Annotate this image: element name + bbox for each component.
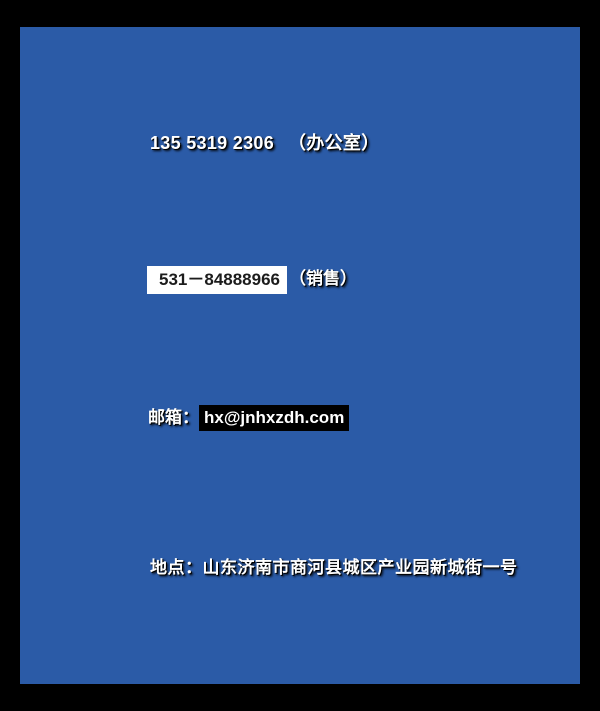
sales-phone-line: 531－84888966 （销售） [147, 266, 357, 294]
sales-phone-label: （销售） [289, 269, 358, 288]
sales-phone-number[interactable]: 531－84888966 [159, 270, 281, 289]
office-phone-line: 135 5319 2306 （办公室） [150, 133, 380, 153]
email-address[interactable]: hx@jnhxzdh.com [199, 405, 350, 431]
sales-phone-selection-highlight[interactable]: 531－84888966 [147, 266, 288, 294]
address-line: 地点：山东济南市商河县城区产业园新城街一号 [150, 558, 518, 578]
office-phone-number: 135 5319 2306 [150, 133, 275, 153]
address-text: 地点：山东济南市商河县城区产业园新城街一号 [150, 558, 518, 577]
email-line: 邮箱：hx@jnhxzdh.com [148, 405, 350, 431]
office-phone-label: （办公室） [288, 133, 380, 153]
blue-background [20, 27, 580, 684]
email-prefix-label: 邮箱： [148, 408, 199, 427]
